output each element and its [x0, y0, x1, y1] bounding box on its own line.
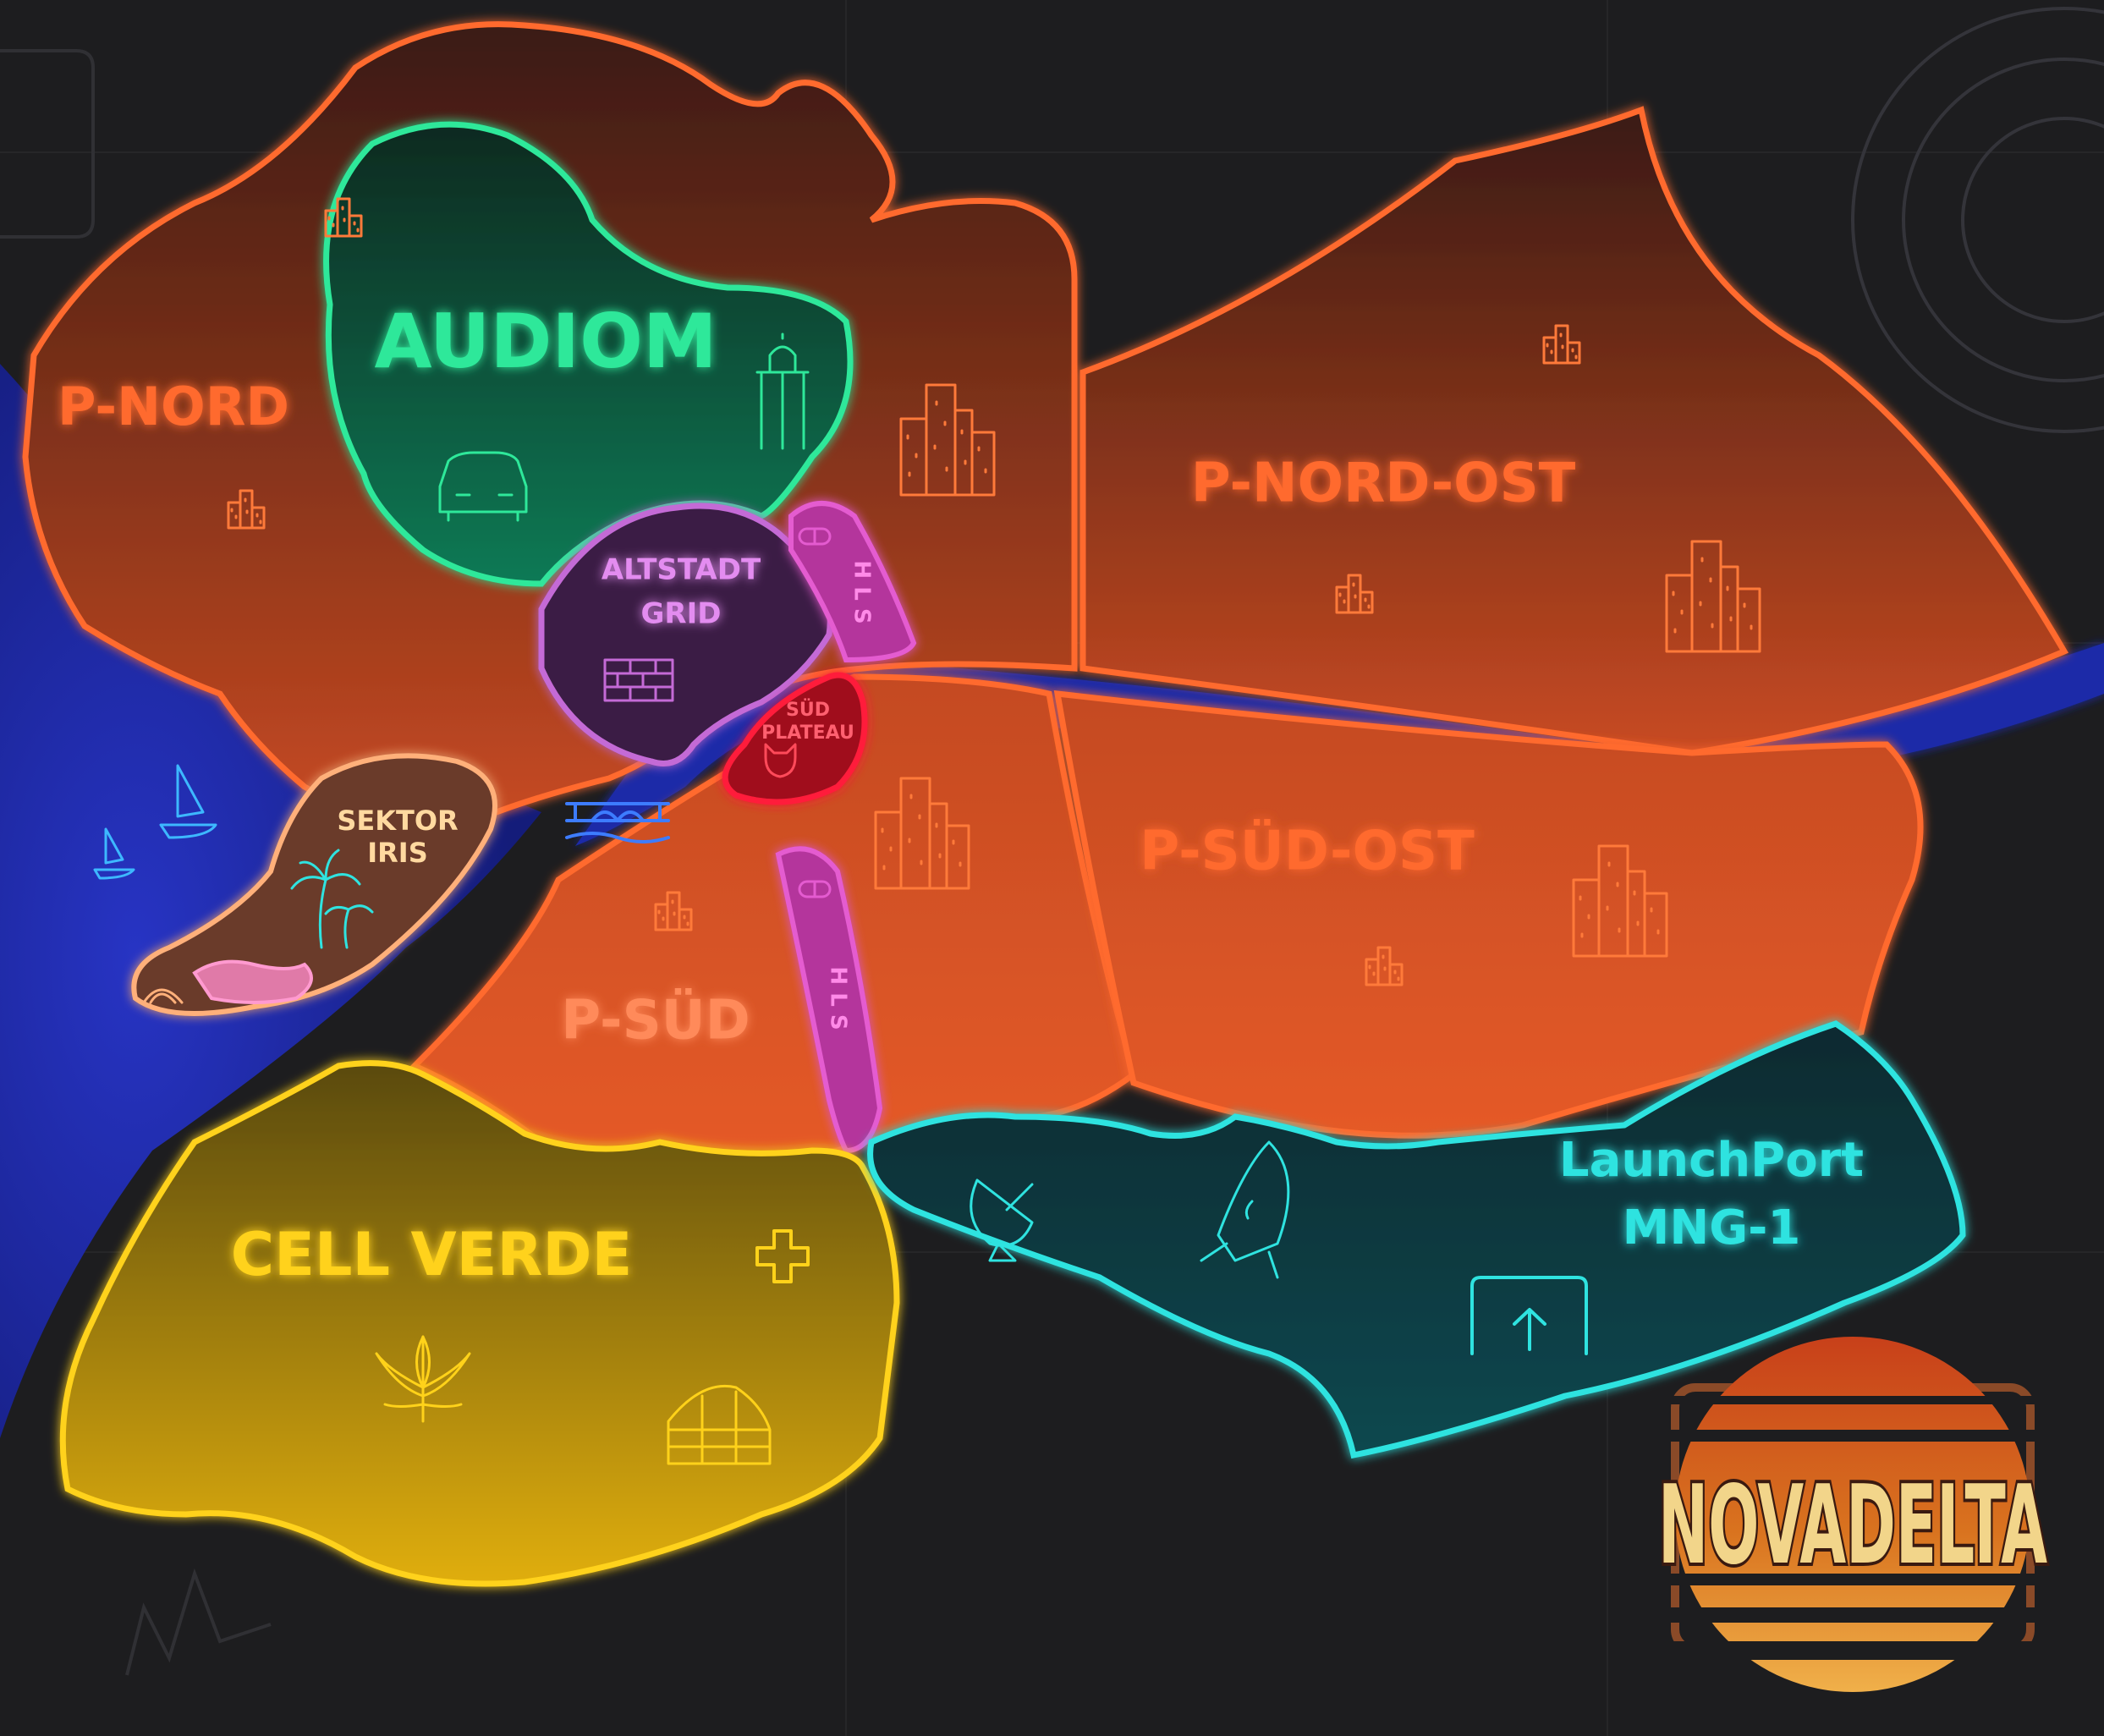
- satellite-dish-icon: [970, 1178, 1034, 1262]
- medical-cross-icon: [755, 1229, 810, 1283]
- district-p-sued-ost[interactable]: [1053, 689, 1924, 1139]
- greenhouse-icon: [667, 1384, 772, 1465]
- pill-icon: [798, 527, 832, 898]
- hud-frame-decoration: [0, 49, 272, 1676]
- label-hls-south: H L S: [826, 966, 851, 1030]
- district-sektor-iris[interactable]: [131, 753, 497, 1016]
- novadelta-logo: NOVADELTA: [1655, 1337, 2051, 1692]
- tower-icon: [755, 332, 810, 450]
- label-altstadt-line1: ALTSTADT: [602, 553, 761, 587]
- brick-wall-icon: [603, 658, 674, 702]
- district-launchport[interactable]: [867, 1020, 1966, 1459]
- hud-dial-decoration: [1851, 7, 2104, 433]
- district-cell-verde[interactable]: [59, 1060, 900, 1587]
- palm-tree-icon: [290, 849, 374, 949]
- label-altstadt-line2: GRID: [641, 597, 722, 631]
- sailboat-icon: [93, 764, 217, 880]
- district-hls-south[interactable]: [775, 846, 883, 1154]
- district-p-nord-ost[interactable]: [1079, 106, 2069, 756]
- label-launchport-line2: MNG-1: [1623, 1200, 1801, 1255]
- label-p-nord: P-NORD: [58, 376, 289, 437]
- label-sued-plateau-line2: PLATEAU: [761, 722, 854, 744]
- label-p-sued-ost: P-SÜD-OST: [1140, 819, 1475, 883]
- upload-box-icon: [1470, 1276, 1588, 1355]
- district-hls-north[interactable]: [788, 501, 917, 663]
- district-altstadt-grid[interactable]: [538, 503, 833, 766]
- label-hls-north: H L S: [849, 560, 875, 624]
- label-sued-plateau-line1: SÜD: [786, 699, 830, 721]
- label-audiom: AUDIOM: [374, 298, 717, 385]
- label-p-nord-ost: P-NORD-OST: [1191, 453, 1576, 515]
- label-sektor-iris-line1: SEKTOR: [337, 805, 458, 837]
- novadelta-wordmark: NOVADELTA: [1658, 1463, 2047, 1589]
- car-icon: [438, 451, 528, 522]
- district-audiom[interactable]: [323, 121, 854, 587]
- bridge-icon: [565, 802, 670, 843]
- label-p-sued: P-SÜD: [561, 988, 750, 1052]
- label-sektor-iris-line2: IRIS: [367, 837, 428, 869]
- label-launchport-line1: LaunchPort: [1559, 1133, 1864, 1188]
- leaf-icon: [375, 1335, 471, 1423]
- rocket-icon: [1200, 1140, 1290, 1279]
- cat-head-icon: [764, 743, 797, 778]
- label-cell-verde: CELL VERDE: [231, 1220, 633, 1289]
- rainbow-icon: [142, 988, 184, 1004]
- iris-beach: [192, 959, 313, 1004]
- district-sued-plateau[interactable]: [722, 672, 868, 805]
